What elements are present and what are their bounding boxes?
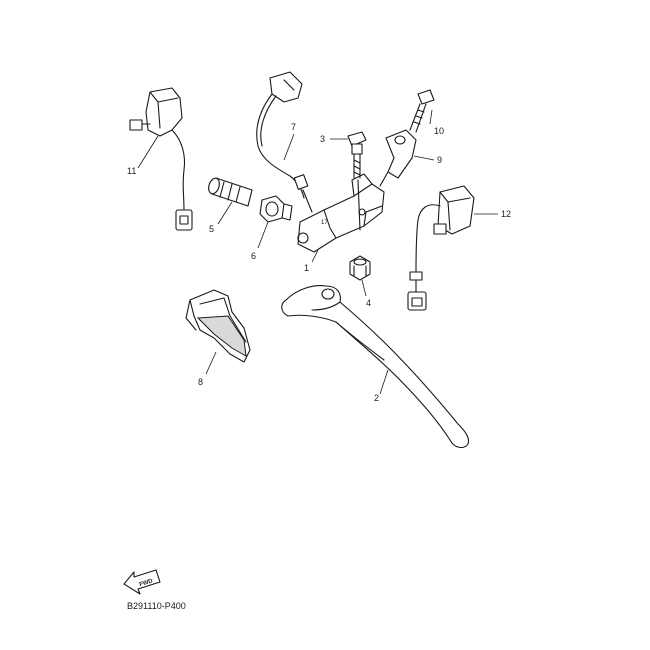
fwd-label: FWD — [139, 578, 154, 588]
callout-12: 12 — [501, 209, 511, 219]
leader-10 — [429, 109, 433, 125]
callout-2: 2 — [374, 393, 379, 403]
callout-1: 1 — [304, 263, 309, 273]
part-2-clutch-lever — [281, 285, 470, 449]
part-6-locknut — [259, 195, 293, 223]
leader-9 — [413, 155, 435, 161]
part-9-clamp — [379, 129, 417, 187]
part-4-nut — [349, 255, 371, 281]
callout-11: 11 — [127, 166, 136, 176]
part-7-cable — [256, 71, 313, 213]
diagram-code: B291110-P400 — [127, 601, 186, 611]
callout-3: 3 — [320, 134, 325, 144]
leader-5 — [217, 201, 233, 225]
leader-8 — [205, 351, 217, 375]
leader-7 — [283, 133, 295, 161]
leader-6 — [257, 221, 269, 249]
callout-7: 7 — [291, 122, 296, 132]
leader-1 — [311, 249, 319, 263]
leader-4 — [361, 279, 367, 297]
part-10-bolt — [409, 89, 435, 133]
leader-2 — [379, 369, 389, 395]
part-5-adjuster — [208, 177, 253, 207]
part-1-lever-bracket — [297, 173, 385, 253]
callout-10: 10 — [434, 126, 444, 136]
part-3-bolt — [347, 131, 367, 179]
callout-8: 8 — [198, 377, 203, 387]
callout-4: 4 — [366, 298, 371, 308]
callout-5: 5 — [209, 224, 214, 234]
leader-11 — [137, 135, 159, 169]
part-12-switch-right — [407, 185, 475, 311]
part-8-lever-guard — [185, 289, 251, 363]
fwd-arrow-icon: FWD — [123, 569, 161, 595]
part-11-switch-left — [129, 87, 193, 231]
bracket-mark: 17 — [321, 220, 328, 226]
callout-9: 9 — [437, 155, 442, 165]
callout-6: 6 — [251, 251, 256, 261]
